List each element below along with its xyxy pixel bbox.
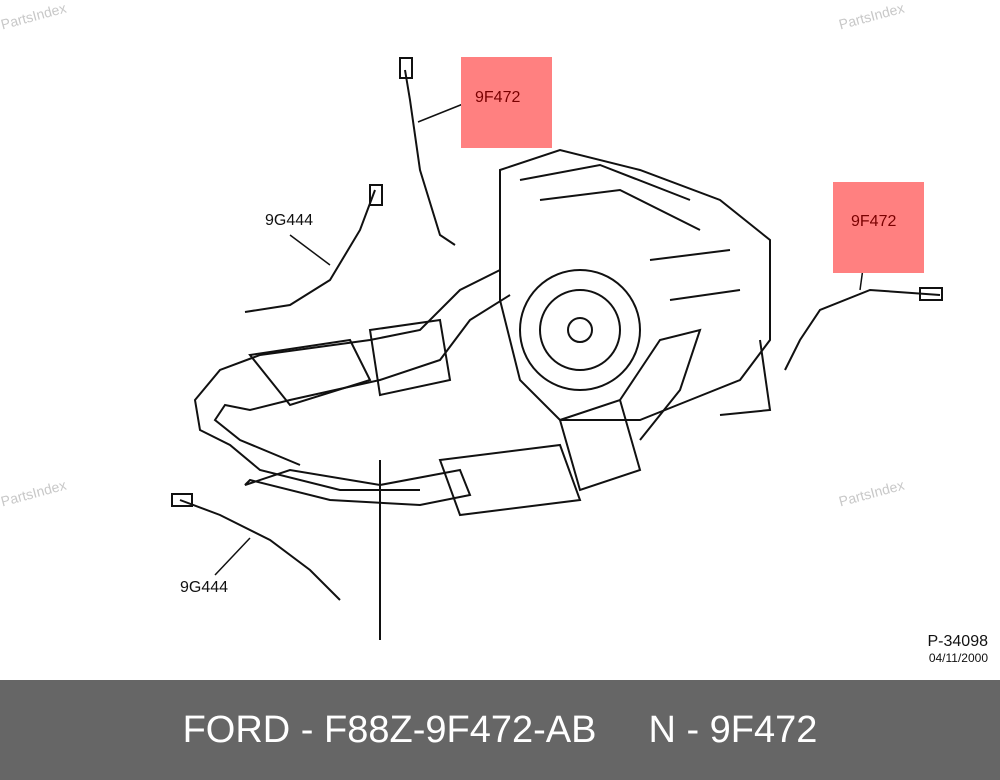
highlight-right: 9F472 bbox=[833, 182, 924, 273]
highlight-top: 9F472 bbox=[461, 57, 552, 148]
reference-number: N - 9F472 bbox=[648, 708, 818, 751]
exhaust-diagram bbox=[171, 57, 943, 640]
exhaust-pipes bbox=[193, 269, 772, 640]
callout-9f472-top: 9F472 bbox=[475, 89, 521, 106]
footer-bar: FORD - F88Z-9F472-AB N - 9F472 bbox=[0, 680, 1000, 780]
drawing-number: P-34098 bbox=[927, 633, 989, 650]
callout-9f472-right: 9F472 bbox=[851, 213, 897, 230]
callout-9g444-upper: 9G444 bbox=[265, 212, 314, 229]
callout-9g444-lower: 9G444 bbox=[180, 579, 229, 596]
drawing-date: 04/11/2000 bbox=[928, 651, 988, 665]
oxygen-sensors bbox=[171, 57, 943, 601]
part-number: FORD - F88Z-9F472-AB bbox=[182, 708, 597, 751]
engine-drawing bbox=[499, 148, 771, 421]
